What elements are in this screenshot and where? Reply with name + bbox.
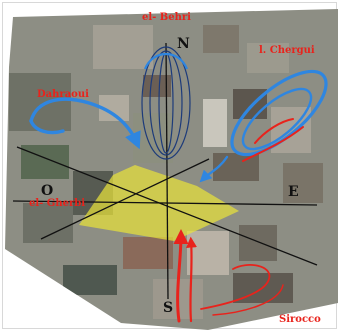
figure-frame: el- Behri l. Chergui Dahraoui el- Gherbi…: [2, 2, 337, 329]
compass-west-label: O: [41, 184, 53, 198]
label-sirocco: Sirocco: [279, 315, 321, 325]
compass-north-label: N: [177, 37, 190, 51]
label-el-behri: el- Behri: [142, 13, 191, 23]
compass-east-label: E: [288, 185, 299, 199]
label-el-gherbi: el- Gherbi: [29, 199, 85, 209]
compass-south-label: S: [163, 301, 173, 315]
label-chergui: l. Chergui: [259, 46, 315, 56]
label-dahraoui: Dahraoui: [37, 90, 89, 100]
